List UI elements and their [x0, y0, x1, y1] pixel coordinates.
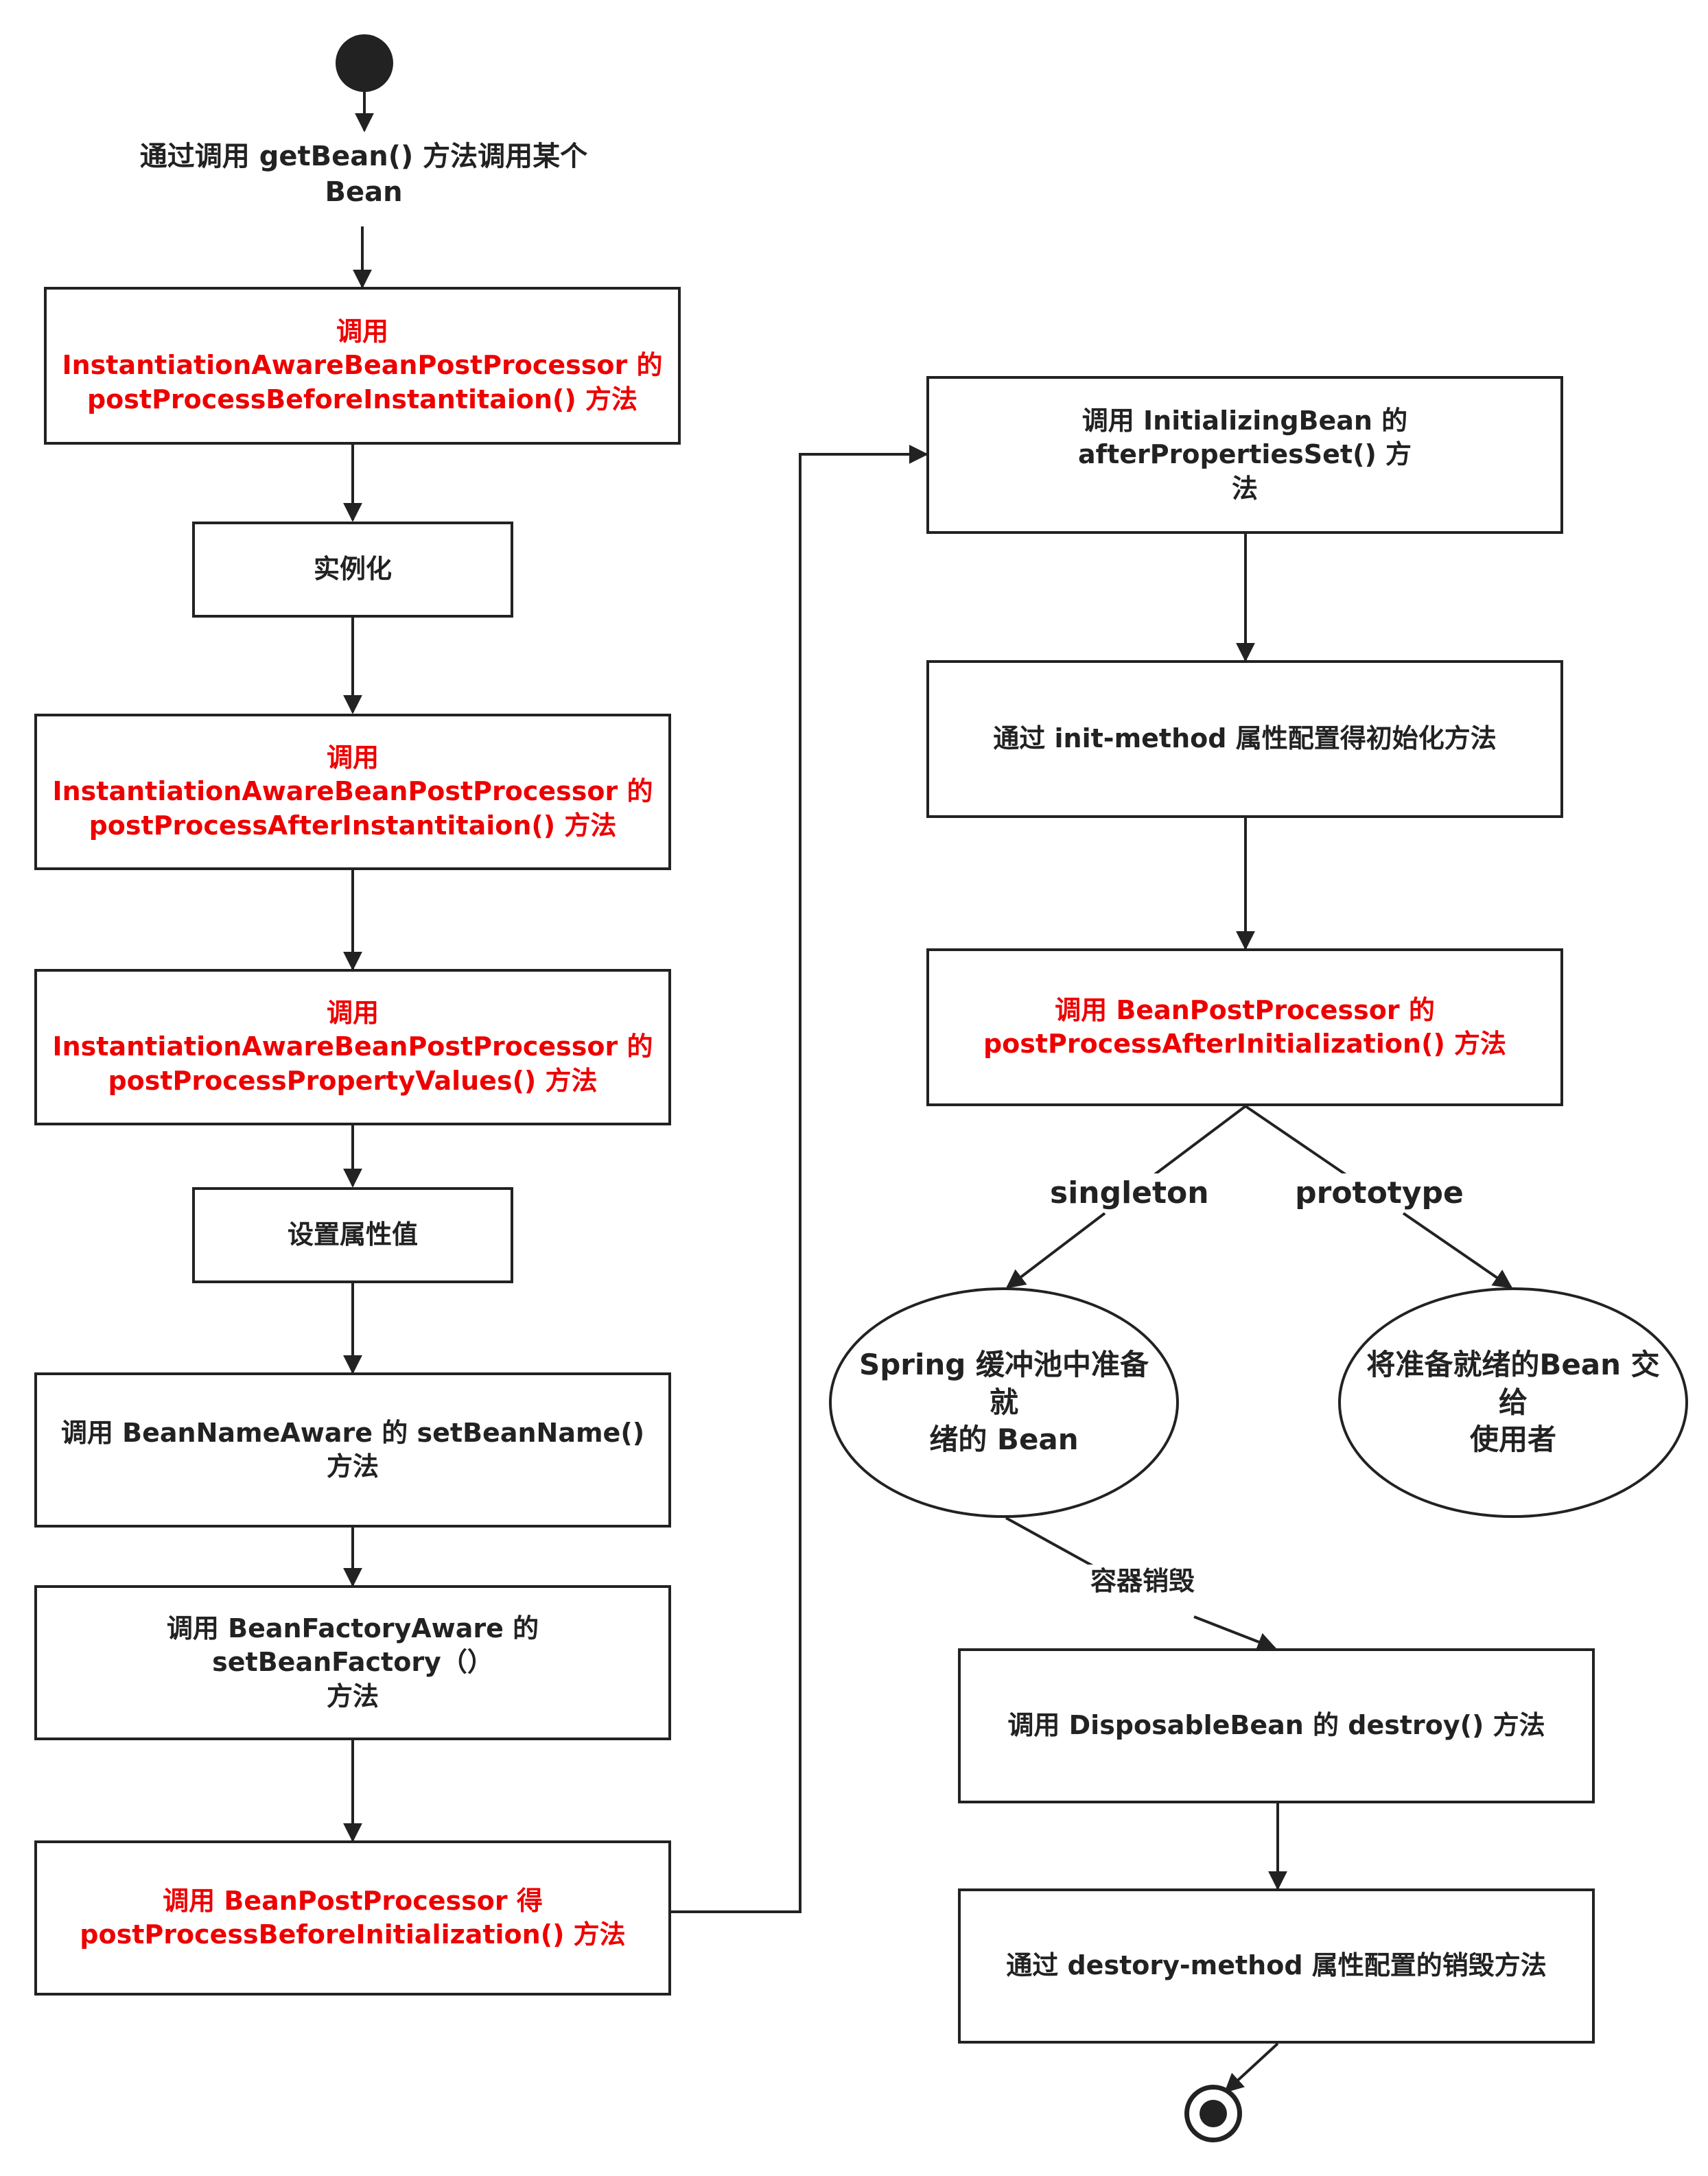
destroy-method-box: 通过 destory-method 属性配置的销毁方法: [958, 1888, 1595, 2044]
after-initialization-box: 调用 BeanPostProcessor 的 postProcessAfterI…: [926, 948, 1563, 1106]
getbean-label: 通过调用 getBean() 方法调用某个 Bean: [117, 139, 611, 210]
edge-singleton-b: [1005, 1212, 1106, 1289]
property-values-box: 调用 InstantiationAwareBeanPostProcessor 的…: [34, 969, 671, 1125]
bean-factory-aware-box: 调用 BeanFactoryAware 的 setBeanFactory（） 方…: [34, 1585, 671, 1740]
bean-name-aware-box: 调用 BeanNameAware 的 setBeanName() 方法: [34, 1372, 671, 1528]
end-node: [1184, 2085, 1242, 2142]
end-node-dot: [1200, 2100, 1227, 2127]
disposable-bean-box: 调用 DisposableBean 的 destroy() 方法: [958, 1648, 1595, 1803]
edge-destroy-a: [1005, 1517, 1099, 1570]
before-initialization-box: 调用 BeanPostProcessor 得 postProcessBefore…: [34, 1840, 671, 1996]
instantiate-box: 实例化: [192, 522, 513, 618]
edge-8: [671, 445, 928, 1913]
prototype-handover-ellipse: 将准备就绪的Bean 交给 使用者: [1338, 1287, 1688, 1518]
edge-singleton-a: [1150, 1105, 1247, 1178]
start-node: [336, 34, 393, 92]
edge-end: [1224, 2042, 1279, 2093]
edge-destroy-b: [1193, 1615, 1277, 1651]
container-destroy-label: 容器销毁: [1067, 1565, 1218, 1599]
singleton-label: singleton: [1050, 1173, 1209, 1213]
set-properties-box: 设置属性值: [192, 1187, 513, 1283]
edge-prototype-b: [1402, 1212, 1513, 1289]
after-instantiation-box: 调用 InstantiationAwareBeanPostProcessor 的…: [34, 714, 671, 870]
edge-prototype-a: [1244, 1105, 1350, 1178]
singleton-cache-ellipse: Spring 缓冲池中准备就 绪的 Bean: [829, 1287, 1179, 1518]
init-method-box: 通过 init-method 属性配置得初始化方法: [926, 660, 1563, 818]
before-instantiation-box: 调用 InstantiationAwareBeanPostProcessor 的…: [44, 287, 681, 445]
prototype-label: prototype: [1294, 1173, 1465, 1213]
initializing-bean-box: 调用 InitializingBean 的 afterPropertiesSet…: [926, 376, 1563, 534]
